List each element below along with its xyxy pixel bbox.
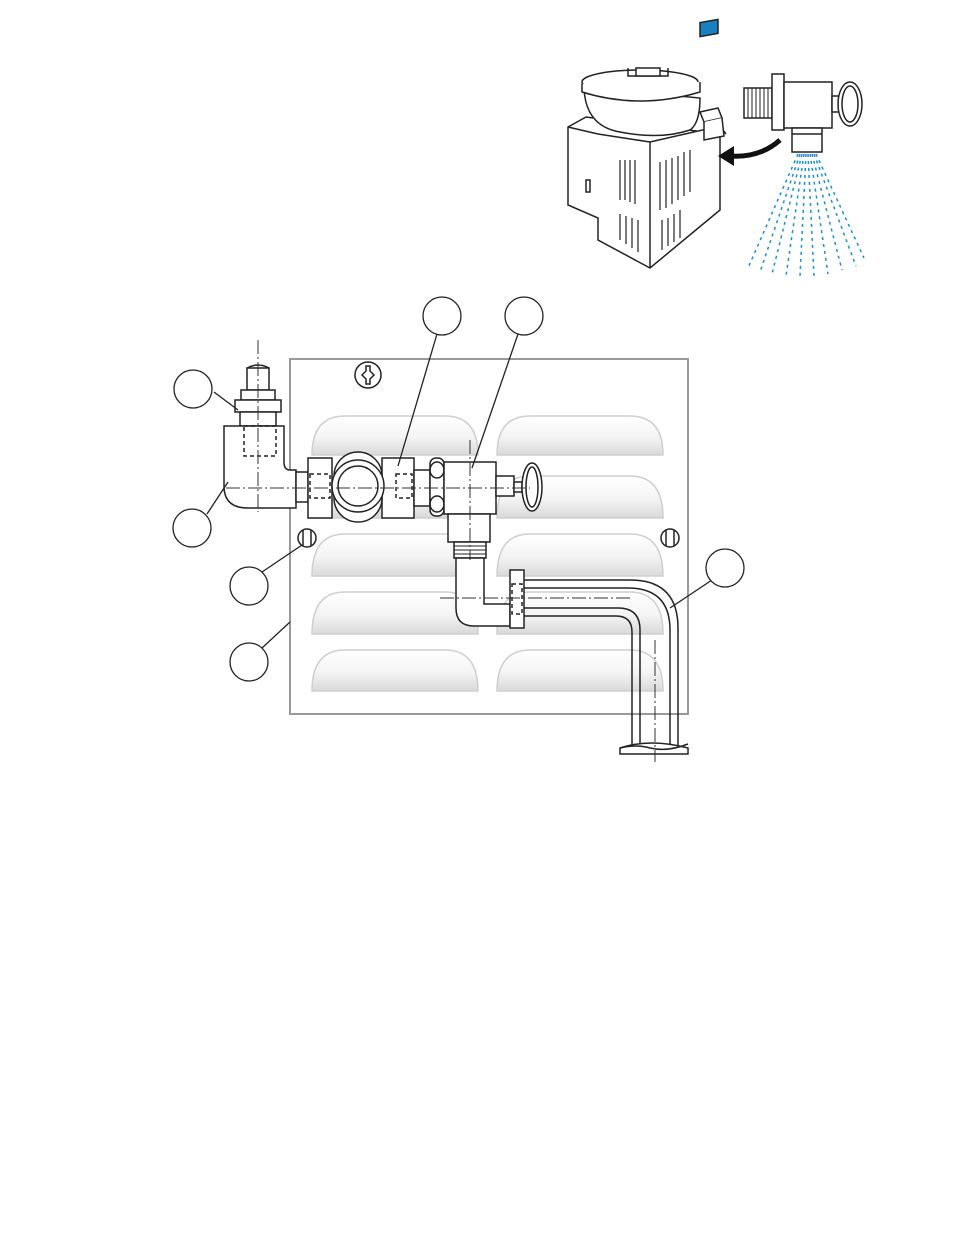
valve-handle [522, 463, 542, 511]
spray-valve-detail [744, 74, 862, 152]
panel-screw-top [355, 362, 381, 388]
panel-screw-left [298, 529, 316, 547]
callout-left-lower [230, 622, 290, 681]
spray-pattern [748, 154, 864, 276]
inlet-elbow [224, 426, 296, 508]
kettle-inset [568, 19, 864, 276]
panel-screw-right [661, 529, 679, 547]
callout-left-upper [173, 482, 228, 547]
ball-valve [308, 452, 414, 522]
callout-top-left [174, 370, 238, 410]
kettle-illustration [568, 19, 726, 268]
pointer-arrow [730, 140, 780, 156]
